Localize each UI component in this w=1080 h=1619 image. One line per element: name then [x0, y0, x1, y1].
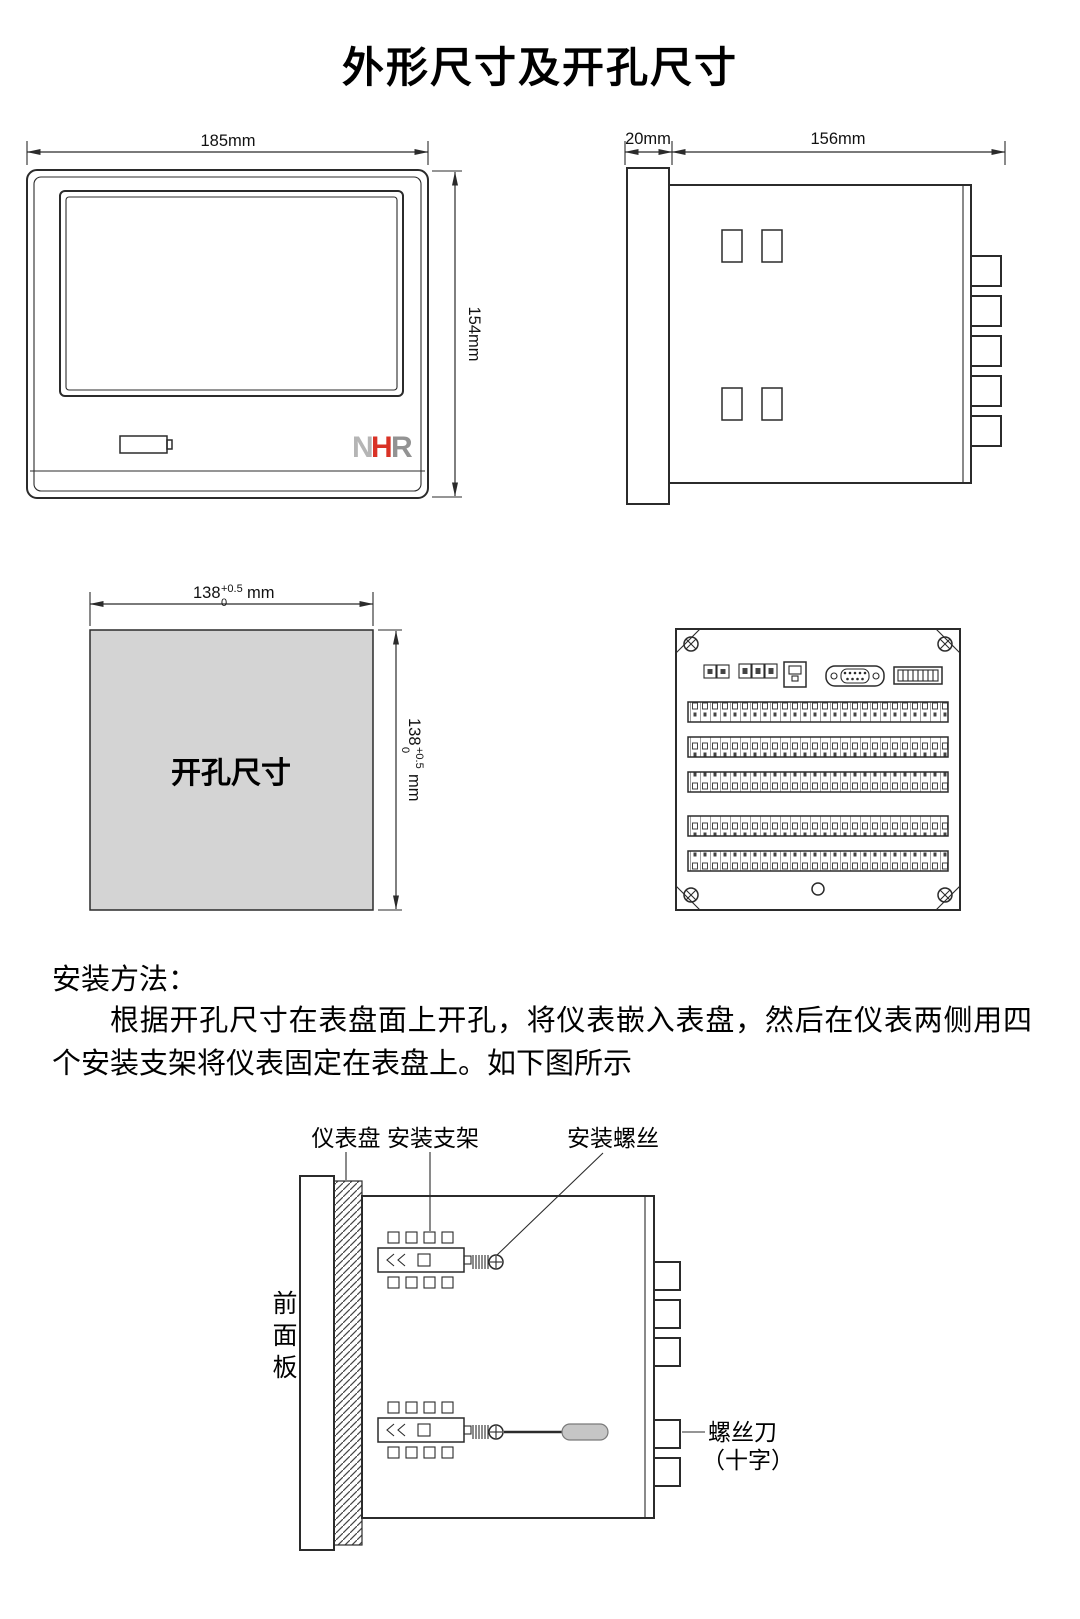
front-panel-edge	[299, 1175, 335, 1551]
side-dimensions: 20mm 156mm	[624, 130, 1006, 165]
cutout-height-unit: mm	[405, 774, 423, 802]
nhr-logo: N H R	[352, 431, 413, 464]
screwdriver-handle	[561, 1423, 609, 1441]
screwdriver	[504, 1423, 609, 1441]
cutout-width-value: 138	[193, 584, 221, 602]
cutout-height-dimension: 138 +0.5 0 mm	[378, 629, 425, 911]
back-panel	[675, 628, 961, 911]
side-flange-label: 20mm	[625, 130, 671, 148]
panel-callout-label: 仪表盘	[312, 1126, 381, 1151]
front-panel-label: 前面板	[269, 1290, 296, 1386]
cutout-width-unit: mm	[247, 584, 275, 602]
terminal-3gang	[738, 663, 778, 679]
bezel-outline	[26, 169, 429, 499]
ground-hole	[811, 882, 825, 896]
ethernet-jack	[783, 661, 807, 688]
corner-screws	[683, 636, 953, 903]
display-screen-inner	[65, 196, 398, 391]
db9-connector	[825, 665, 885, 687]
mounting-bracket-bottom	[377, 1401, 504, 1459]
power-terminal-2gang	[703, 664, 730, 679]
mounting-bracket-top	[377, 1231, 504, 1289]
logo-letter-n: N	[352, 431, 374, 464]
logo-letter-h: H	[371, 431, 393, 464]
bezel-inner-line	[33, 176, 422, 492]
page-title: 外形尺寸及开孔尺寸	[341, 44, 738, 91]
bracket-slots	[721, 229, 783, 421]
cutout-width-dimension: 138 +0.5 0 mm	[89, 583, 374, 626]
logo-letter-r: R	[391, 431, 413, 464]
side-depth-label: 156mm	[810, 130, 865, 148]
cutout-square	[89, 629, 374, 911]
rear-terminal-bumps	[970, 255, 1002, 447]
install-diagram: 仪表盘 安装支架 安装螺丝	[299, 1126, 794, 1551]
cutout-view: 138 +0.5 0 mm 开孔尺寸 138 +0.5 0 mm	[89, 583, 425, 911]
screwdriver-label-line1: 螺丝刀	[708, 1420, 777, 1445]
back-view	[675, 628, 961, 911]
screwdriver-label-line2: （十字）	[702, 1448, 794, 1473]
side-view: 20mm 156mm	[624, 130, 1006, 505]
cutout-height-value: 138	[405, 718, 423, 746]
callout-leaders	[345, 1152, 604, 1256]
case-body	[668, 184, 972, 484]
front-height-dimension: 154mm	[432, 170, 483, 498]
body-terminal-bumps	[653, 1261, 681, 1487]
install-method-heading: 安装方法：	[52, 964, 198, 996]
front-height-label: 154mm	[465, 306, 483, 361]
mounting-panel-hatch	[333, 1180, 363, 1546]
terminal-strips	[687, 701, 949, 872]
front-width-label: 185mm	[200, 132, 255, 150]
install-method-body: 根据开孔尺寸在表盘面上开孔，将仪表嵌入表盘，然后在仪表两侧用四个安装支架将仪表固…	[52, 1005, 1032, 1080]
display-screen	[59, 190, 404, 397]
bracket-callout-label: 安装支架	[387, 1126, 479, 1151]
front-flange	[626, 167, 670, 505]
battery-slot	[119, 435, 173, 454]
cutout-label: 开孔尺寸	[171, 757, 291, 790]
cutout-height-tol-dn: 0	[399, 747, 411, 753]
screw-callout-label: 安装螺丝	[567, 1126, 659, 1151]
cutout-width-tol-dn: 0	[221, 597, 227, 609]
comm-terminal	[893, 666, 943, 685]
front-view: 185mm N H R 154mm	[26, 132, 483, 499]
front-width-dimension: 185mm	[26, 132, 429, 165]
cutout-height-tol-up: +0.5	[413, 747, 425, 769]
cutout-width-tol-up: +0.5	[221, 583, 243, 595]
